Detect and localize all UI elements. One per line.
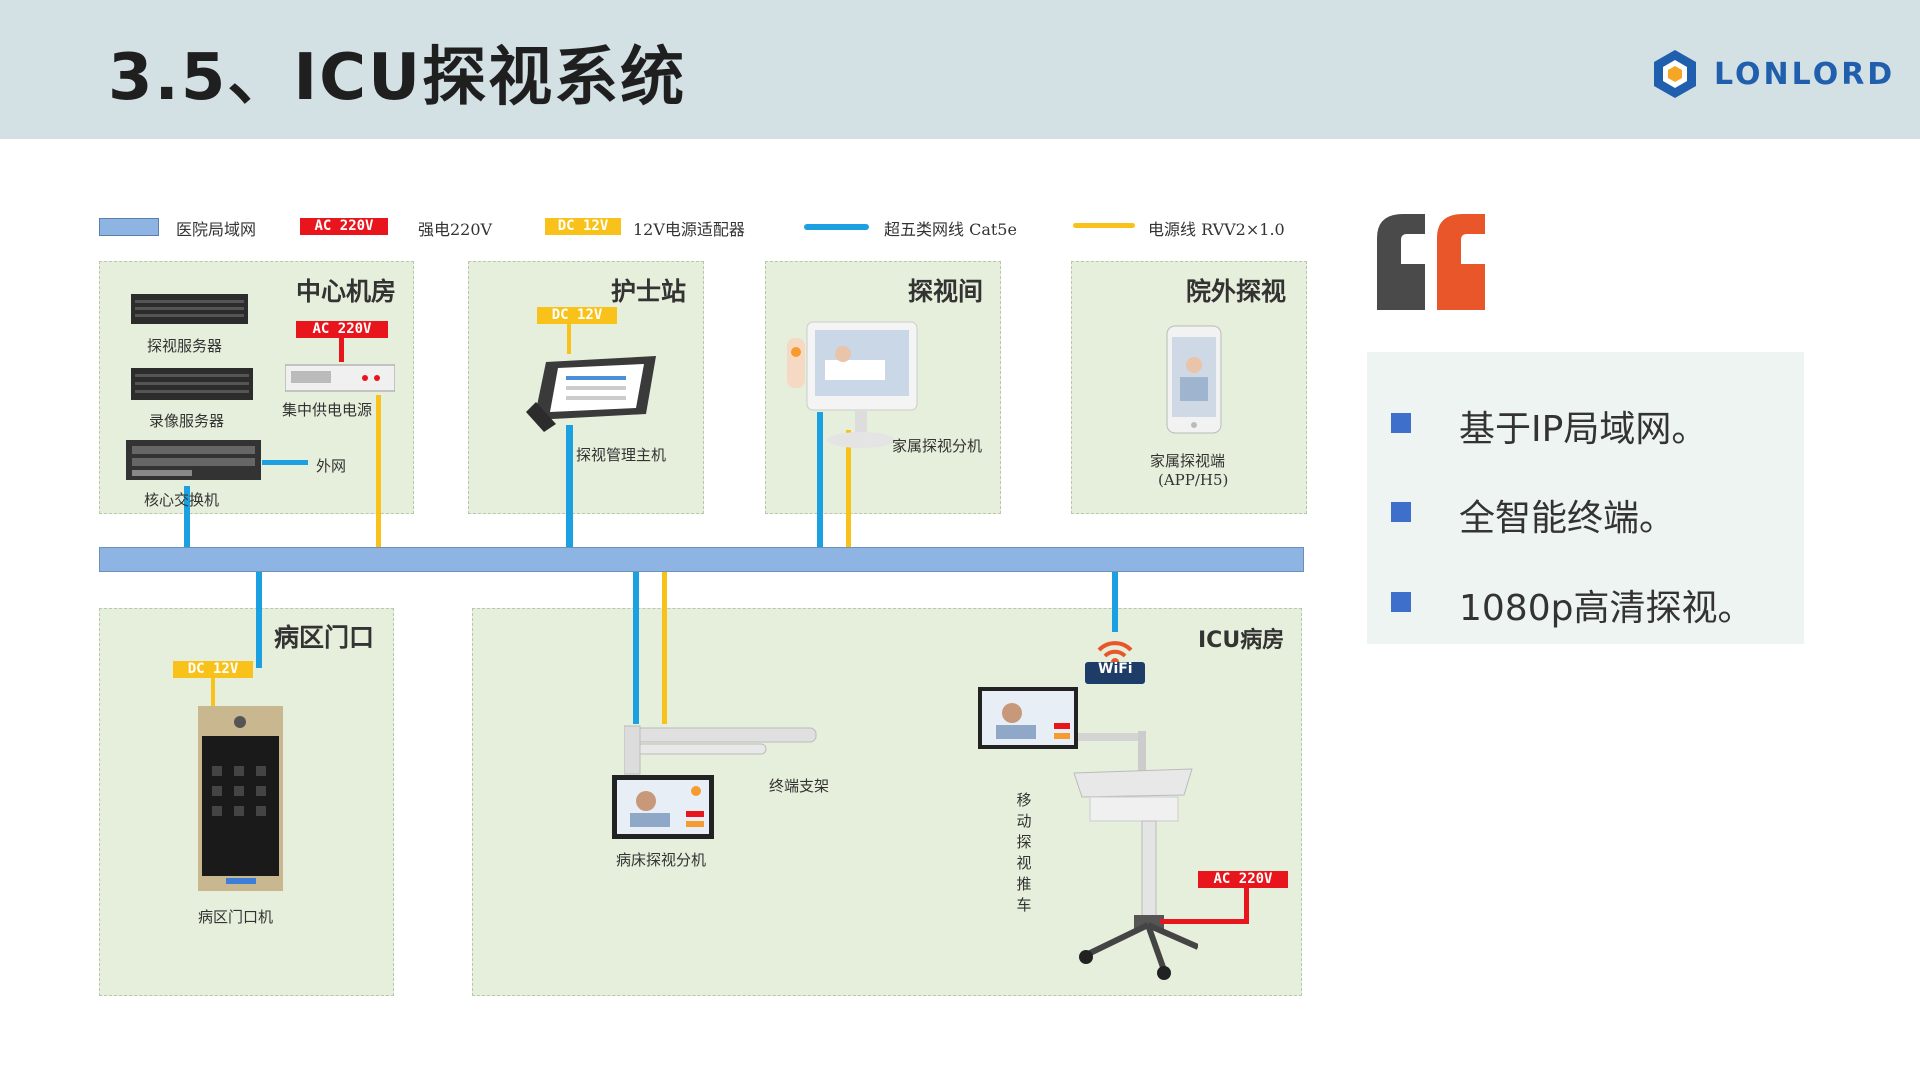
feature-text-3: 1080p高清探视。: [1459, 588, 1754, 629]
legend-lan-swatch: [99, 218, 159, 236]
power-center-supply-top: [339, 338, 344, 362]
room-nurse-title: 护士站: [611, 277, 687, 306]
core-switch-icon: [126, 440, 261, 480]
header-bar: [0, 0, 1920, 139]
ward-door-dc-tag: DC 12V: [173, 661, 253, 678]
center-ac-tag: AC 220V: [296, 321, 388, 338]
external-net-line: [262, 460, 308, 465]
wifi-icon: [1085, 641, 1145, 684]
wifi-label: WiFi: [1098, 661, 1133, 677]
power-nurse-host: [567, 324, 571, 354]
legend-dc-tag: DC 12V: [545, 218, 621, 235]
terminal-bracket-icon: [624, 725, 817, 775]
brand-logo: LONLORD: [1652, 48, 1895, 100]
feature-panel: [1367, 352, 1804, 644]
power-visit-terminal: [846, 430, 851, 548]
feature-bullet-2: [1391, 502, 1411, 522]
record-server-label: 录像服务器: [149, 412, 225, 430]
nurse-host-icon: [526, 356, 656, 432]
room-visit-title: 探视间: [908, 277, 984, 306]
cable-ward-door: [256, 572, 262, 668]
legend-ac-tag: AC 220V: [300, 218, 388, 235]
outside-terminal-label: 家属探视端: [1150, 452, 1226, 470]
record-server-icon: [131, 368, 253, 400]
logo-text: LONLORD: [1714, 56, 1896, 92]
legend-cable-label: 超五类网线 Cat5e: [884, 220, 1017, 239]
nurse-host-label: 探视管理主机: [576, 446, 667, 464]
lonlord-logo-icon: [1654, 50, 1696, 98]
room-center-title: 中心机房: [296, 277, 397, 306]
power-icu-bracket: [662, 572, 667, 724]
quote-mark-icon: [1377, 214, 1485, 310]
feature-bullet-3: [1391, 592, 1411, 612]
bed-terminal-icon: [612, 775, 714, 839]
icu-ac-tag: AC 220V: [1198, 871, 1288, 888]
feature-text-2: 全智能终端。: [1459, 498, 1676, 539]
feature-bullet-1: [1391, 413, 1411, 433]
cable-nurse-host: [566, 425, 573, 548]
room-icu-title: ICU病房: [1198, 628, 1285, 653]
cable-icu-bracket: [633, 572, 639, 724]
room-outside-title: 院外探视: [1186, 277, 1287, 306]
legend-power-label: 电源线 RVV2×1.0: [1148, 220, 1285, 239]
family-visit-terminal-icon: [787, 321, 918, 448]
power-supply-icon: [285, 364, 395, 392]
page-title: 3.5、ICU探视系统: [108, 41, 687, 115]
legend-cable-line: [804, 224, 869, 230]
phone-app-icon: [1166, 325, 1222, 434]
hospital-lan-bar: [99, 547, 1304, 572]
room-ward-door-title: 病区门口: [274, 623, 375, 652]
mobile-visit-cart-label: 移动探视推车: [1016, 791, 1032, 914]
outside-terminal-label-2: (APP/H5): [1158, 471, 1229, 489]
visit-server-label: 探视服务器: [147, 337, 223, 355]
family-visit-terminal-label: 家属探视分机: [892, 437, 983, 455]
ward-door-unit-icon: [198, 706, 283, 891]
icu-ac-line-v: [1244, 888, 1249, 924]
legend-power-line: [1073, 223, 1135, 228]
core-switch-label: 核心交换机: [144, 491, 220, 509]
power-ward-door: [211, 678, 215, 708]
cable-icu-wifi: [1112, 572, 1118, 632]
ward-door-unit-label: 病区门口机: [198, 908, 274, 926]
terminal-bracket-label: 终端支架: [769, 777, 830, 795]
legend-ac-label: 强电220V: [418, 220, 493, 239]
cable-center-switch: [184, 486, 190, 548]
visit-server-icon: [131, 294, 248, 324]
cable-visit-terminal: [817, 412, 823, 548]
feature-text-1: 基于IP局域网。: [1459, 409, 1708, 450]
mobile-visit-cart-icon: [978, 687, 1198, 980]
external-net-label: 外网: [316, 457, 347, 475]
legend-dc-label: 12V电源适配器: [633, 220, 745, 239]
bed-terminal-label: 病床探视分机: [616, 851, 707, 869]
legend-lan-label: 医院局域网: [176, 220, 257, 239]
power-supply-label: 集中供电电源: [282, 401, 373, 419]
icu-ac-line-h: [1160, 919, 1249, 924]
nurse-dc-tag: DC 12V: [537, 307, 617, 324]
power-center-supply: [376, 395, 381, 548]
